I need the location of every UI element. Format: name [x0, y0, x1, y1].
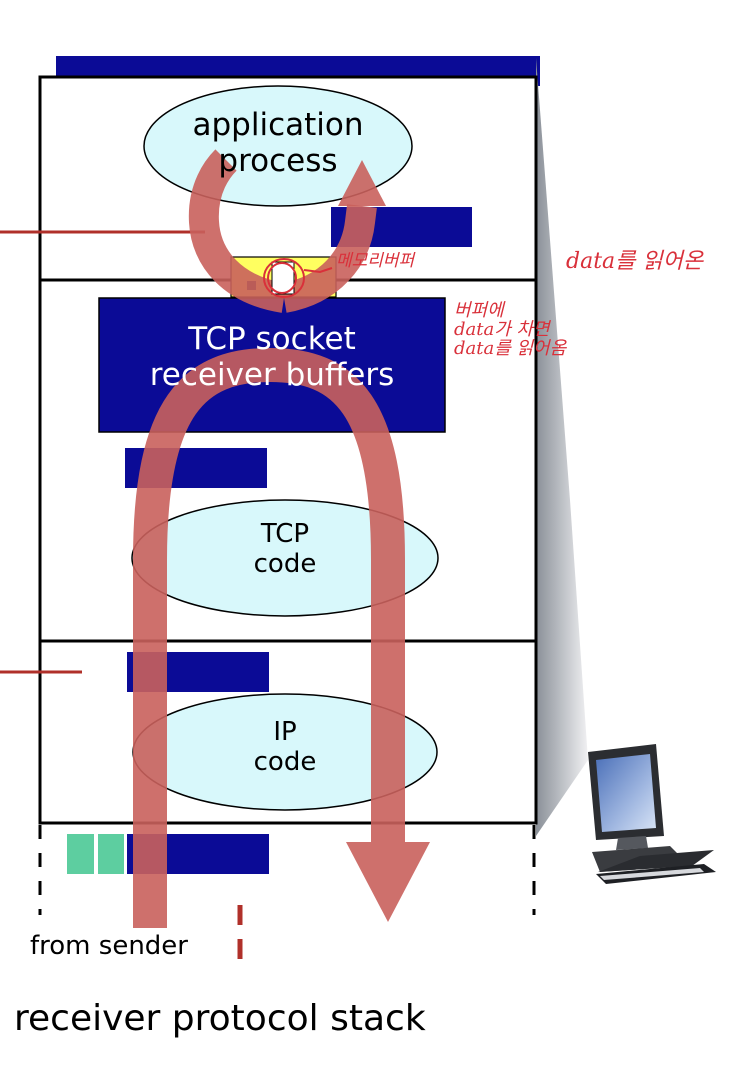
annotation-memory-buffer: 메모리버퍼 — [336, 251, 415, 271]
ip-code-label: IP code — [215, 717, 355, 778]
annotation-read-data: data를 읽어온 — [566, 249, 704, 274]
ip-label-line1: IP — [273, 717, 297, 747]
perspective-beam — [536, 58, 588, 836]
frame-header-1 — [67, 834, 94, 874]
annotation-circle-inner — [267, 262, 297, 294]
annotation-circle-outer — [263, 258, 305, 298]
delivery-arrow-body — [133, 347, 405, 928]
socket-buffer-slot — [271, 261, 295, 295]
application-label-line1: application — [192, 107, 364, 143]
application-label-line2: process — [218, 142, 338, 179]
read-arrow-head — [338, 160, 386, 206]
diagram-caption: receiver protocol stack — [14, 998, 426, 1039]
desktop-computer-icon — [588, 744, 716, 884]
from-sender-label: from sender — [30, 931, 188, 961]
buffer-note-line2: data가 차면 — [454, 318, 550, 340]
buffer-note-line1: 버퍼에 — [454, 300, 504, 321]
tcp-socket-buffers-label: TCP socket receiver buffers — [104, 321, 440, 393]
buffers-label-line2: receiver buffers — [149, 356, 395, 393]
tcp-label-line1: TCP — [260, 519, 310, 549]
delivery-arrow-head — [346, 842, 430, 922]
application-process-label: application process — [168, 107, 388, 179]
buffers-label-line1: TCP socket — [188, 321, 356, 357]
ip-label-line2: code — [253, 746, 317, 777]
tcp-label-line2: code — [253, 548, 317, 579]
tcp-code-label: TCP code — [215, 519, 355, 580]
tcp-code-ellipse — [131, 499, 439, 617]
annotation-buffer-note: 버퍼에 data가 차면 data를 읽어옴 — [454, 300, 567, 359]
read-arrow-right-leg — [280, 204, 377, 313]
read-arrow-left-leg — [188, 149, 287, 313]
frame-header-2 — [98, 834, 124, 874]
buffer-note-line3: data를 읽어옴 — [454, 337, 567, 359]
annotation-pointer-line — [303, 267, 333, 274]
